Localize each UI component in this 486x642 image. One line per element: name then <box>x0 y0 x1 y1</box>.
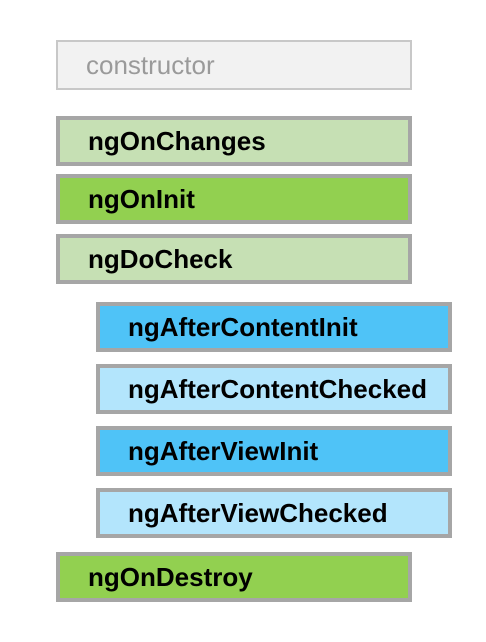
ng-after-content-checked-label: ngAfterContentChecked <box>128 373 428 404</box>
ng-after-view-checked-box: ngAfterViewChecked <box>96 488 452 538</box>
constructor-box: constructor <box>56 40 412 90</box>
ng-after-view-init-label: ngAfterViewInit <box>128 435 319 466</box>
ng-do-check-box: ngDoCheck <box>56 234 412 284</box>
ng-after-view-checked-label: ngAfterViewChecked <box>128 497 388 528</box>
ng-on-destroy-box: ngOnDestroy <box>56 552 412 602</box>
ng-on-destroy-label: ngOnDestroy <box>88 561 253 592</box>
ng-on-init-box: ngOnInit <box>56 174 412 224</box>
ng-on-init-label: ngOnInit <box>88 183 195 214</box>
ng-after-content-init-label: ngAfterContentInit <box>128 311 358 342</box>
ng-after-content-init-box: ngAfterContentInit <box>96 302 452 352</box>
ng-do-check-label: ngDoCheck <box>88 243 233 274</box>
constructor-label: constructor <box>86 49 215 80</box>
ng-on-changes-label: ngOnChanges <box>88 125 266 156</box>
ng-after-content-checked-box: ngAfterContentChecked <box>96 364 452 414</box>
ng-after-view-init-box: ngAfterViewInit <box>96 426 452 476</box>
ng-on-changes-box: ngOnChanges <box>56 116 412 166</box>
